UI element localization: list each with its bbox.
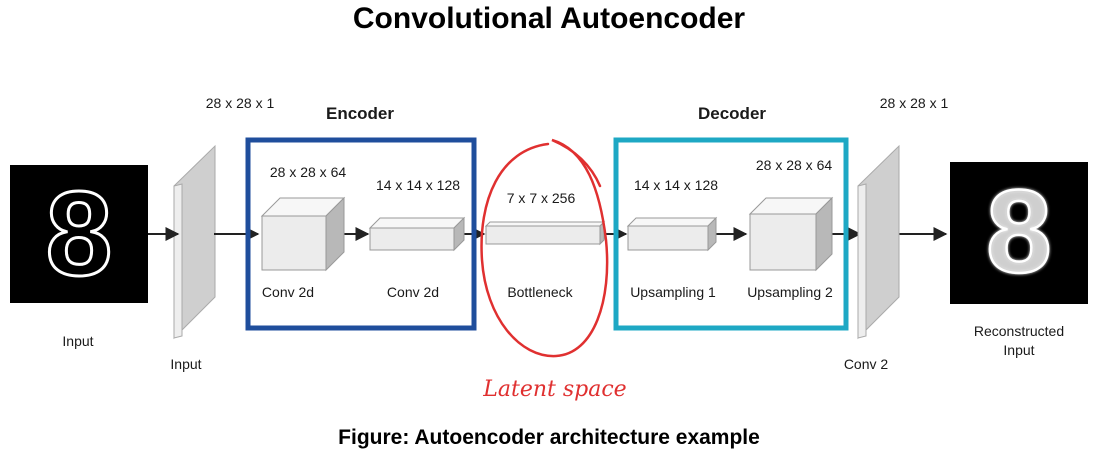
- latent-space-label: Latent space: [482, 377, 626, 402]
- output-image-label-line2: Input: [1003, 342, 1034, 358]
- decoder-upsampling1-dims: 14 x 14 x 128: [634, 177, 718, 193]
- decoder-upsampling1-label: Upsampling 1: [630, 284, 716, 300]
- output-dims-label: 28 x 28 x 1: [880, 95, 949, 111]
- output-image: 8 8: [950, 162, 1088, 304]
- input-image-label: Input: [62, 333, 93, 349]
- decoder-upsampling1-cube: [626, 216, 718, 252]
- output-layer-slab: [857, 144, 900, 340]
- input-dims-label: 28 x 28 x 1: [206, 95, 275, 111]
- encoder-conv2-label: Conv 2d: [387, 284, 439, 300]
- encoder-conv2-cube: [368, 216, 466, 252]
- bottleneck-label: Bottleneck: [507, 284, 573, 300]
- bottleneck-bar: [484, 220, 606, 246]
- output-digit-outline: 8: [986, 166, 1052, 298]
- bottleneck-dims: 7 x 7 x 256: [507, 190, 576, 206]
- diagram-title: Convolutional Autoencoder: [352, 2, 746, 35]
- output-digit: 8: [986, 166, 1052, 298]
- encoder-conv2-dims: 14 x 14 x 128: [376, 177, 460, 193]
- input-image: 8: [10, 165, 148, 303]
- encoder-conv1-cube: [260, 196, 346, 272]
- input-digit: 8: [46, 167, 113, 301]
- encoder-conv1-label: Conv 2d: [262, 284, 314, 300]
- input-layer-label: Input: [170, 356, 201, 372]
- output-layer-label: Conv 2: [844, 356, 889, 372]
- decoder-upsampling2-cube: [748, 196, 834, 272]
- input-layer-slab: [173, 144, 216, 340]
- decoder-label: Decoder: [698, 104, 766, 123]
- encoder-label: Encoder: [326, 104, 394, 123]
- figure-caption: Figure: Autoencoder architecture example: [338, 426, 760, 449]
- encoder-conv1-dims: 28 x 28 x 64: [270, 164, 346, 180]
- decoder-upsampling2-label: Upsampling 2: [747, 284, 833, 300]
- output-image-label-line1: Reconstructed: [974, 323, 1064, 339]
- decoder-upsampling2-dims: 28 x 28 x 64: [756, 157, 832, 173]
- decoder-box: [613, 137, 849, 331]
- latent-space-circle: [480, 138, 609, 358]
- encoder-box: [245, 137, 477, 331]
